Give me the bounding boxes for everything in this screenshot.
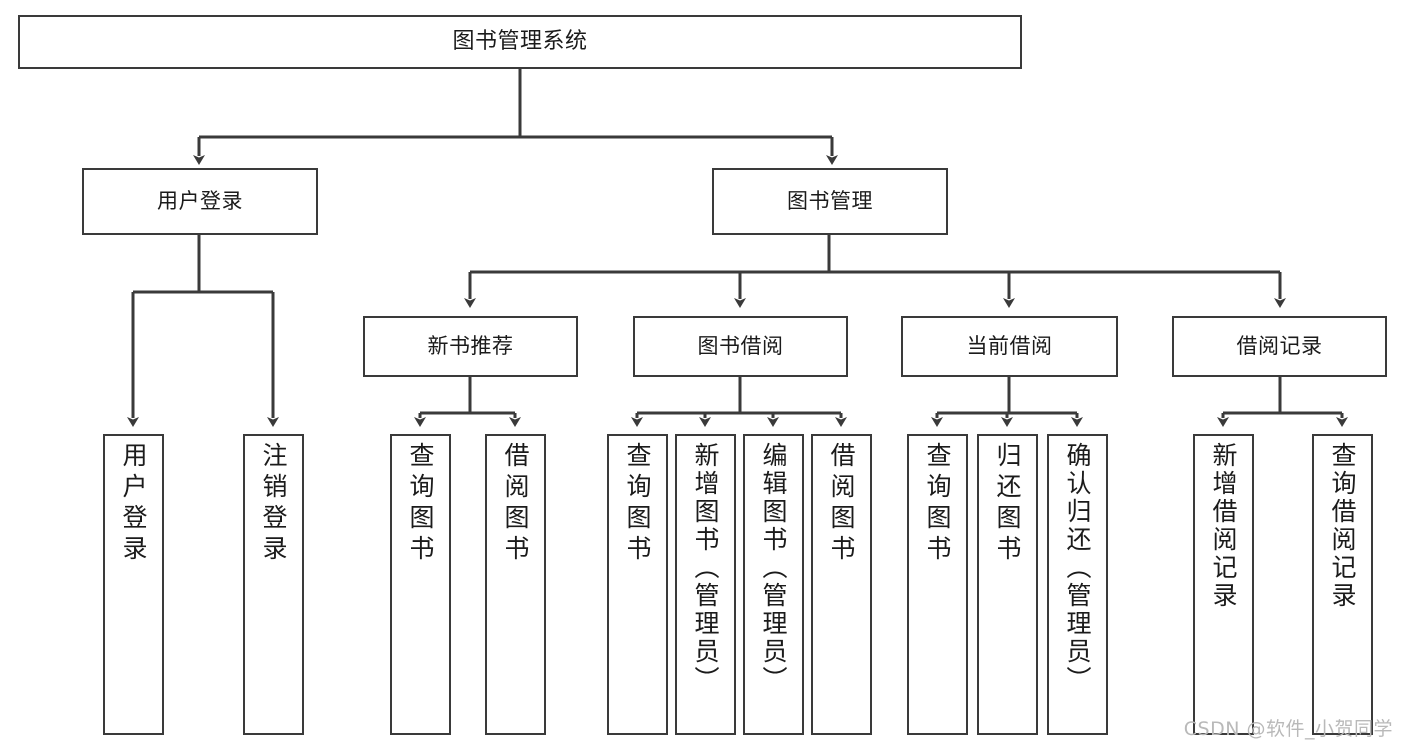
node-new-book-recommend[interactable]: 新书推荐 (363, 316, 578, 377)
node-book-manage[interactable]: 图书管理 (712, 168, 948, 235)
leaf-logout-login[interactable]: 注销登录 (243, 434, 304, 735)
node-label: 图书管理 (787, 189, 873, 214)
node-label: 查询图书 (406, 442, 435, 566)
leaf-add-borrow-record[interactable]: 新增借阅记录 (1193, 434, 1254, 735)
node-label: 查询借阅记录 (1328, 442, 1357, 610)
leaf-query-borrow-record[interactable]: 查询借阅记录 (1312, 434, 1373, 735)
leaf-query-book-borrow[interactable]: 查询图书 (607, 434, 668, 735)
leaf-query-book-current[interactable]: 查询图书 (907, 434, 968, 735)
node-current-borrow[interactable]: 当前借阅 (901, 316, 1118, 377)
node-label: 图书管理系统 (452, 29, 588, 55)
node-label: 用户登录 (119, 442, 148, 566)
leaf-query-book-recommend[interactable]: 查询图书 (390, 434, 451, 735)
node-label: 图书借阅 (697, 334, 784, 359)
node-label: 查询图书 (923, 442, 952, 566)
leaf-user-login[interactable]: 用户登录 (103, 434, 164, 735)
node-label: 编辑图书（管理员） (759, 442, 788, 694)
leaf-add-book[interactable]: 新增图书（管理员） (675, 434, 736, 735)
node-book-borrow[interactable]: 图书借阅 (633, 316, 848, 377)
node-label: 归还图书 (993, 442, 1022, 566)
leaf-return-book[interactable]: 归还图书 (977, 434, 1038, 735)
node-label: 借阅记录 (1236, 334, 1323, 359)
node-label: 借阅图书 (827, 442, 856, 566)
node-label: 注销登录 (259, 442, 288, 566)
leaf-confirm-return[interactable]: 确认归还（管理员） (1047, 434, 1108, 735)
node-label: 用户登录 (157, 189, 243, 214)
node-label: 确认归还（管理员） (1063, 442, 1092, 694)
node-label: 借阅图书 (501, 442, 530, 566)
node-label: 新书推荐 (427, 334, 514, 359)
node-label: 查询图书 (623, 442, 652, 566)
node-root-system[interactable]: 图书管理系统 (18, 15, 1022, 69)
node-borrow-record[interactable]: 借阅记录 (1172, 316, 1387, 377)
node-label: 当前借阅 (966, 334, 1053, 359)
node-label: 新增图书（管理员） (691, 442, 720, 694)
node-label: 新增借阅记录 (1209, 442, 1238, 610)
leaf-borrow-book-recommend[interactable]: 借阅图书 (485, 434, 546, 735)
leaf-edit-book[interactable]: 编辑图书（管理员） (743, 434, 804, 735)
node-user-login[interactable]: 用户登录 (82, 168, 318, 235)
leaf-borrow-book[interactable]: 借阅图书 (811, 434, 872, 735)
csdn-watermark: CSDN @软件_小贺同学 (1183, 718, 1393, 740)
